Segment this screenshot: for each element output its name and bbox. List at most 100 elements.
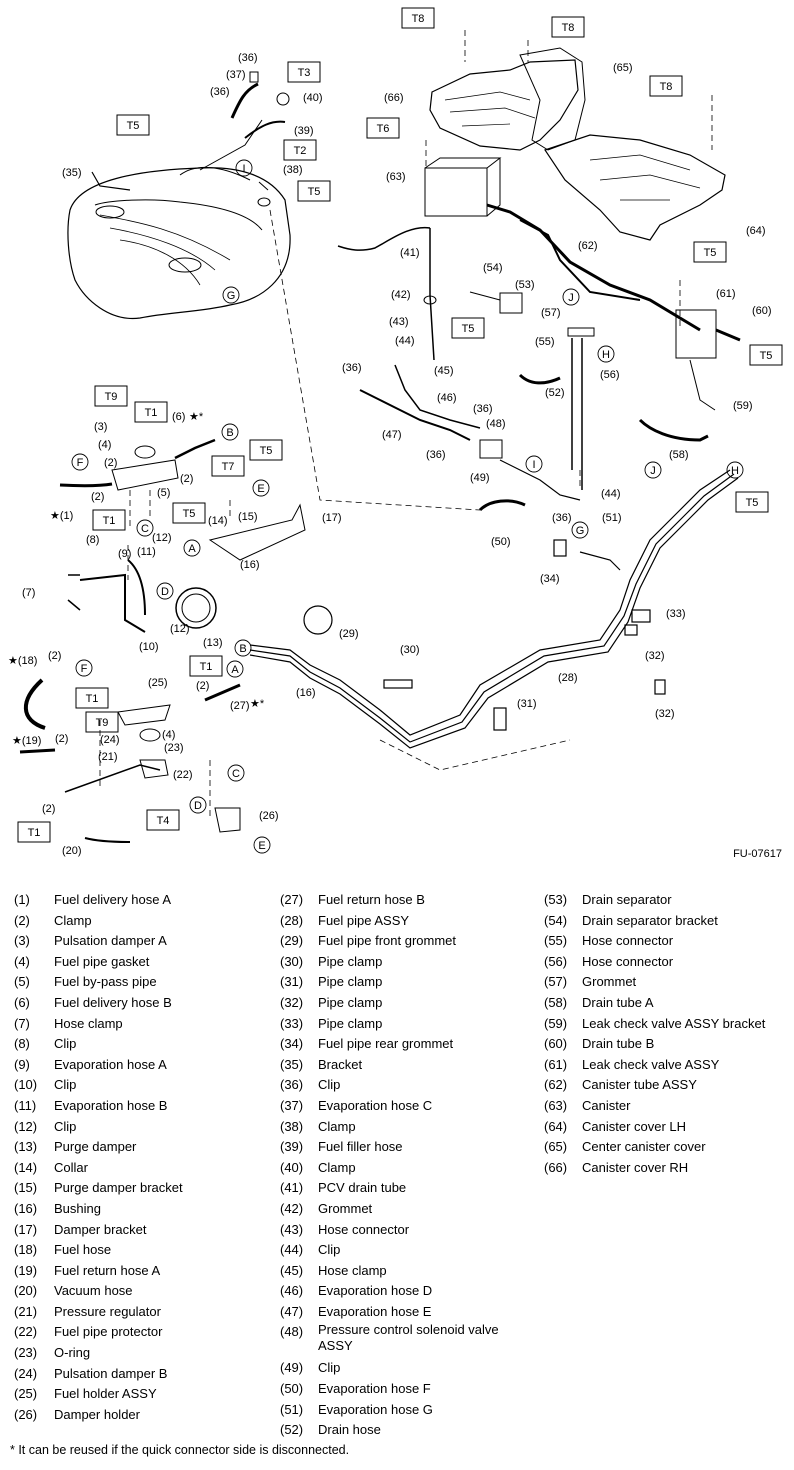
canister-assembly-drawing — [337, 157, 741, 490]
callout-11: (11) — [137, 546, 156, 558]
callout-64: (64) — [746, 225, 766, 237]
legend-item: (36)Clip — [280, 1075, 518, 1096]
callout-36-f: (36) — [552, 512, 572, 524]
svg-text:C: C — [232, 768, 240, 780]
legend-item-name: Pipe clamp — [318, 1015, 383, 1031]
legend-item: (42)Grommet — [280, 1199, 518, 1220]
svg-text:H: H — [602, 349, 610, 361]
legend-item: (4)Fuel pipe gasket — [14, 952, 183, 973]
callout-19-star: ★(19) — [12, 735, 41, 747]
svg-text:F: F — [81, 663, 88, 675]
legend-item-name: Evaporation hose G — [318, 1401, 433, 1417]
legend-item-name: Leak check valve ASSY — [582, 1056, 720, 1072]
callout-27: (27) — [230, 700, 250, 712]
legend-item: (61)Leak check valve ASSY — [544, 1055, 765, 1076]
legend-item-name: Hose connector — [318, 1221, 410, 1237]
legend-item-name: Evaporation hose E — [318, 1303, 432, 1319]
svg-text:T8: T8 — [562, 22, 575, 34]
legend-item-number: (66) — [544, 1159, 568, 1175]
legend-item: (49)Clip — [280, 1358, 518, 1379]
connector-f-a: F — [71, 453, 89, 471]
callout-48: (48) — [486, 418, 506, 430]
callout-62: (62) — [578, 240, 598, 252]
legend-item-name: Fuel filler hose — [318, 1139, 403, 1155]
legend-item-number: (46) — [280, 1283, 304, 1299]
legend-item-number: (30) — [280, 953, 304, 969]
callout-44-b: (44) — [601, 488, 621, 500]
callout-54: (54) — [483, 262, 503, 274]
legend-item-name: Pipe clamp — [318, 994, 383, 1010]
connector-d-a: D — [156, 582, 174, 600]
legend-item-number: (31) — [280, 974, 304, 990]
callout-60: (60) — [752, 305, 772, 317]
callout-18-star: ★(18) — [8, 655, 37, 667]
callout-37: (37) — [226, 69, 246, 81]
torque-tag-t1-b: T1 — [92, 509, 126, 531]
callout-2-g: (2) — [42, 803, 55, 815]
legend-item: (30)Pipe clamp — [280, 952, 518, 973]
legend-column-3: (53)Drain separator(54)Drain separator b… — [544, 890, 765, 1178]
legend-item-name: Clip — [318, 1360, 341, 1376]
torque-tag-t5-d: T5 — [451, 317, 485, 339]
legend-item: (50)Evaporation hose F — [280, 1379, 518, 1400]
legend-item-number: (7) — [14, 1015, 30, 1031]
legend-item: (41)PCV drain tube — [280, 1178, 518, 1199]
legend-item-number: (9) — [14, 1056, 30, 1072]
legend-item-name: Pipe clamp — [318, 974, 383, 990]
legend-item: (51)Evaporation hose G — [280, 1400, 518, 1421]
svg-text:B: B — [226, 427, 233, 439]
legend-item-number: (59) — [544, 1015, 568, 1031]
legend-item-name: Hose connector — [582, 953, 674, 969]
svg-text:T8: T8 — [412, 13, 425, 25]
legend-item: (9)Evaporation hose A — [14, 1055, 183, 1076]
torque-tag-t5-a: T5 — [116, 114, 150, 136]
torque-tag-t3: T3 — [287, 61, 321, 83]
legend-item-name: Canister — [582, 1097, 631, 1113]
legend-item: (60)Drain tube B — [544, 1034, 765, 1055]
legend-item-number: (64) — [544, 1118, 568, 1134]
svg-text:C: C — [141, 523, 149, 535]
legend-item-number: (39) — [280, 1139, 304, 1155]
legend-item: (7)Hose clamp — [14, 1014, 183, 1035]
callout-29: (29) — [339, 628, 359, 640]
svg-text:T5: T5 — [308, 186, 321, 198]
legend-item: (3)Pulsation damper A — [14, 931, 183, 952]
callout-39: (39) — [294, 125, 314, 137]
svg-text:B: B — [239, 643, 246, 655]
legend-item: (46)Evaporation hose D — [280, 1281, 518, 1302]
legend-item-name: Clamp — [54, 912, 92, 928]
legend-item: (10)Clip — [14, 1075, 183, 1096]
svg-text:E: E — [257, 483, 264, 495]
callout-36-a: (36) — [238, 52, 258, 64]
legend-item: (2)Clamp — [14, 911, 183, 932]
legend-item-name: Pulsation damper B — [54, 1365, 168, 1381]
callout-46: (46) — [437, 392, 457, 404]
torque-tag-t8-a: T8 — [401, 7, 435, 29]
evap-hoses-drawing — [359, 364, 581, 512]
legend-item-number: (19) — [14, 1262, 38, 1278]
part-callouts: (36) (37) (36) (40) (39) (35) (38) (65) … — [8, 52, 772, 857]
purge-damper-drawing — [59, 438, 306, 633]
legend-item: (6)Fuel delivery hose B — [14, 993, 183, 1014]
legend-item: (19)Fuel return hose A — [14, 1261, 183, 1282]
legend-item-number: (16) — [14, 1200, 38, 1216]
legend-item-name: Hose connector — [582, 933, 674, 949]
torque-tag-t6: T6 — [366, 117, 400, 139]
connector-c-b: C — [227, 764, 245, 782]
callout-31: (31) — [517, 698, 537, 710]
callout-40: (40) — [303, 92, 323, 104]
legend-item: (65)Center canister cover — [544, 1137, 765, 1158]
legend-item-name: Evaporation hose C — [318, 1097, 433, 1113]
legend-item-number: (42) — [280, 1200, 304, 1216]
svg-text:J: J — [650, 465, 656, 477]
legend-item-number: (22) — [14, 1324, 38, 1340]
legend-item-name: Clip — [54, 1036, 77, 1052]
callout-24: (24) — [100, 734, 120, 746]
legend-item: (58)Drain tube A — [544, 993, 765, 1014]
legend-item-number: (8) — [14, 1036, 30, 1052]
connector-letters: I G J H B F I H J E C G A D B F A C D E — [71, 159, 744, 854]
connector-i-b: I — [525, 455, 543, 473]
torque-tag-t9-a: T9 — [94, 385, 128, 407]
callout-36-b: (36) — [210, 86, 230, 98]
legend-item: (34)Fuel pipe rear grommet — [280, 1034, 518, 1055]
